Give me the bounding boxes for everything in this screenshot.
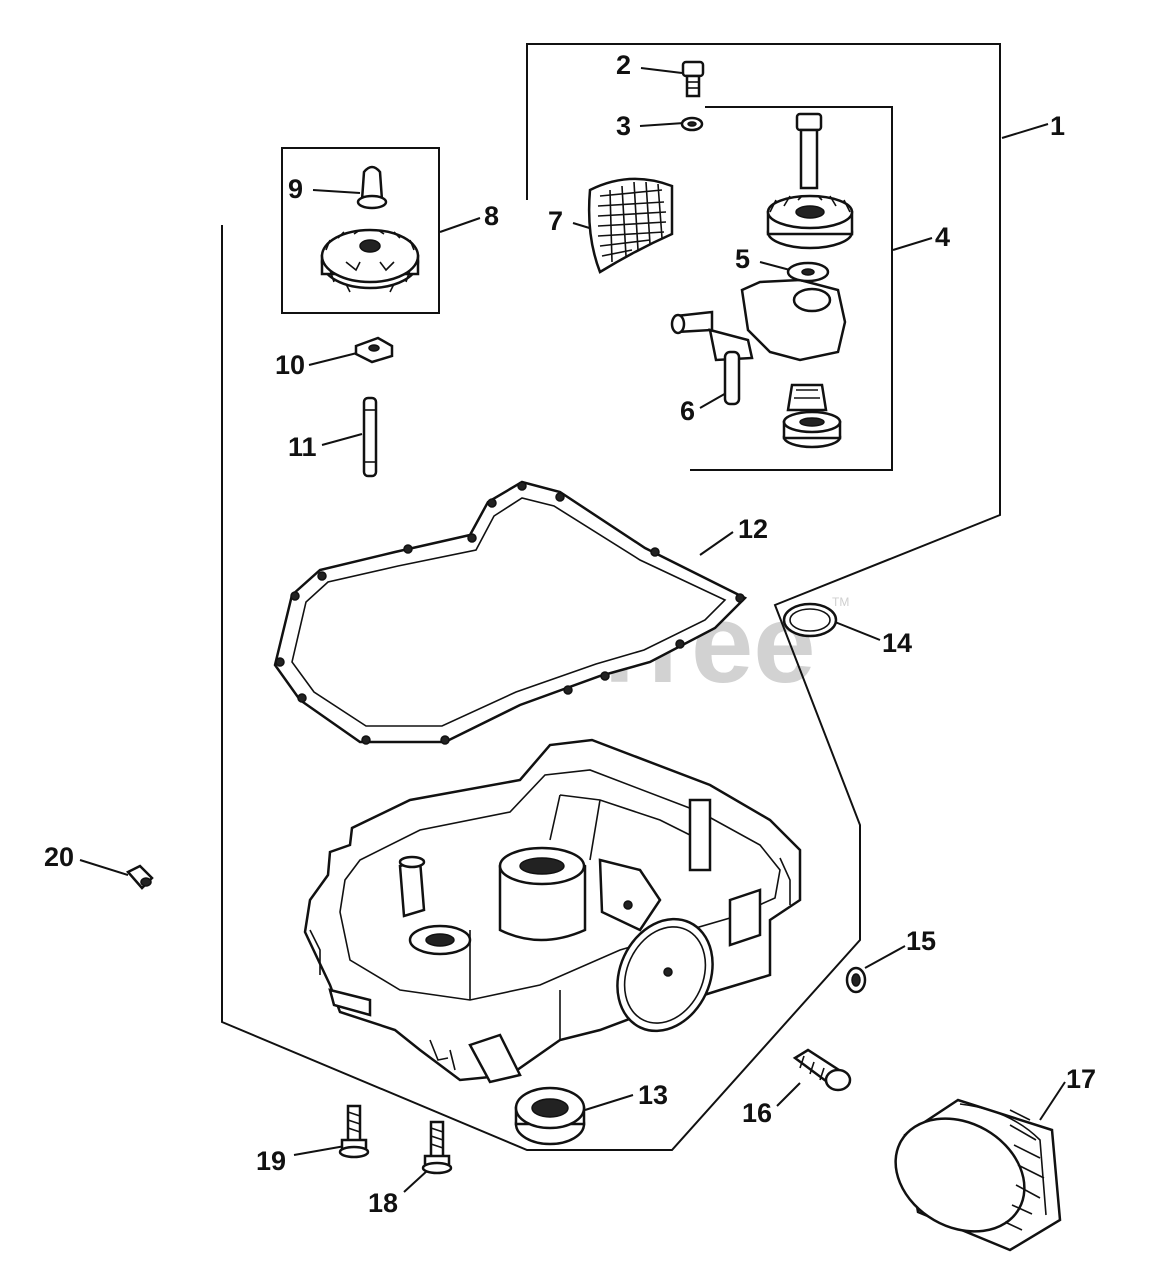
- callout-labels: 1 2 3 4 5 6 7 8 9 10 11 12 13 14 15 16 1…: [44, 50, 1096, 1218]
- part-18-screw: [421, 1120, 453, 1175]
- leader-lines: [79, 67, 1066, 1193]
- part-15-plug: [845, 966, 867, 994]
- callout-18: 18: [368, 1188, 398, 1218]
- callout-15: 15: [906, 926, 936, 956]
- callout-5: 5: [735, 244, 750, 274]
- oil-pan: [303, 738, 802, 1084]
- part-16-adapter: [792, 1048, 852, 1092]
- part-14-o-ring: [782, 602, 838, 638]
- callout-4: 4: [935, 222, 950, 252]
- callout-11: 11: [288, 432, 317, 462]
- callout-10: 10: [275, 350, 305, 380]
- part-4-oil-pump: [670, 112, 854, 449]
- part-10-retainer: [354, 336, 394, 364]
- callout-7: 7: [548, 206, 563, 236]
- part-3-washer: [680, 116, 704, 132]
- watermark-tm: TM: [832, 595, 849, 609]
- part-8-gear: [320, 228, 420, 293]
- callout-20: 20: [44, 842, 74, 872]
- pan-cover-plate: [616, 917, 714, 1033]
- part-13-oil-seal: [514, 1086, 586, 1146]
- callout-19: 19: [256, 1146, 286, 1176]
- part-2-bolt: [681, 60, 705, 98]
- part-9-shaft: [356, 165, 388, 210]
- callout-2: 2: [616, 50, 631, 80]
- part-7-screen: [587, 177, 674, 274]
- callout-16: 16: [742, 1098, 772, 1128]
- gear-box: [281, 147, 440, 314]
- callout-9: 9: [288, 174, 303, 204]
- callout-17: 17: [1066, 1064, 1096, 1094]
- callout-3: 3: [616, 111, 631, 141]
- part-11-pin: [362, 396, 378, 478]
- part-20-plug: [125, 864, 154, 890]
- callout-8: 8: [484, 201, 499, 231]
- part-5-washer: [786, 261, 830, 283]
- part-19-screw: [338, 1104, 370, 1159]
- callout-1: 1: [1050, 111, 1065, 141]
- callout-6: 6: [680, 396, 695, 426]
- callout-12: 12: [738, 514, 768, 544]
- part-17-oil-filter: [894, 1098, 1062, 1252]
- part-12-gasket: [273, 480, 748, 745]
- callout-14: 14: [882, 628, 912, 658]
- oil-pump-box: [690, 106, 893, 471]
- callout-13: 13: [638, 1080, 668, 1110]
- assembly-outline: [221, 43, 1001, 1151]
